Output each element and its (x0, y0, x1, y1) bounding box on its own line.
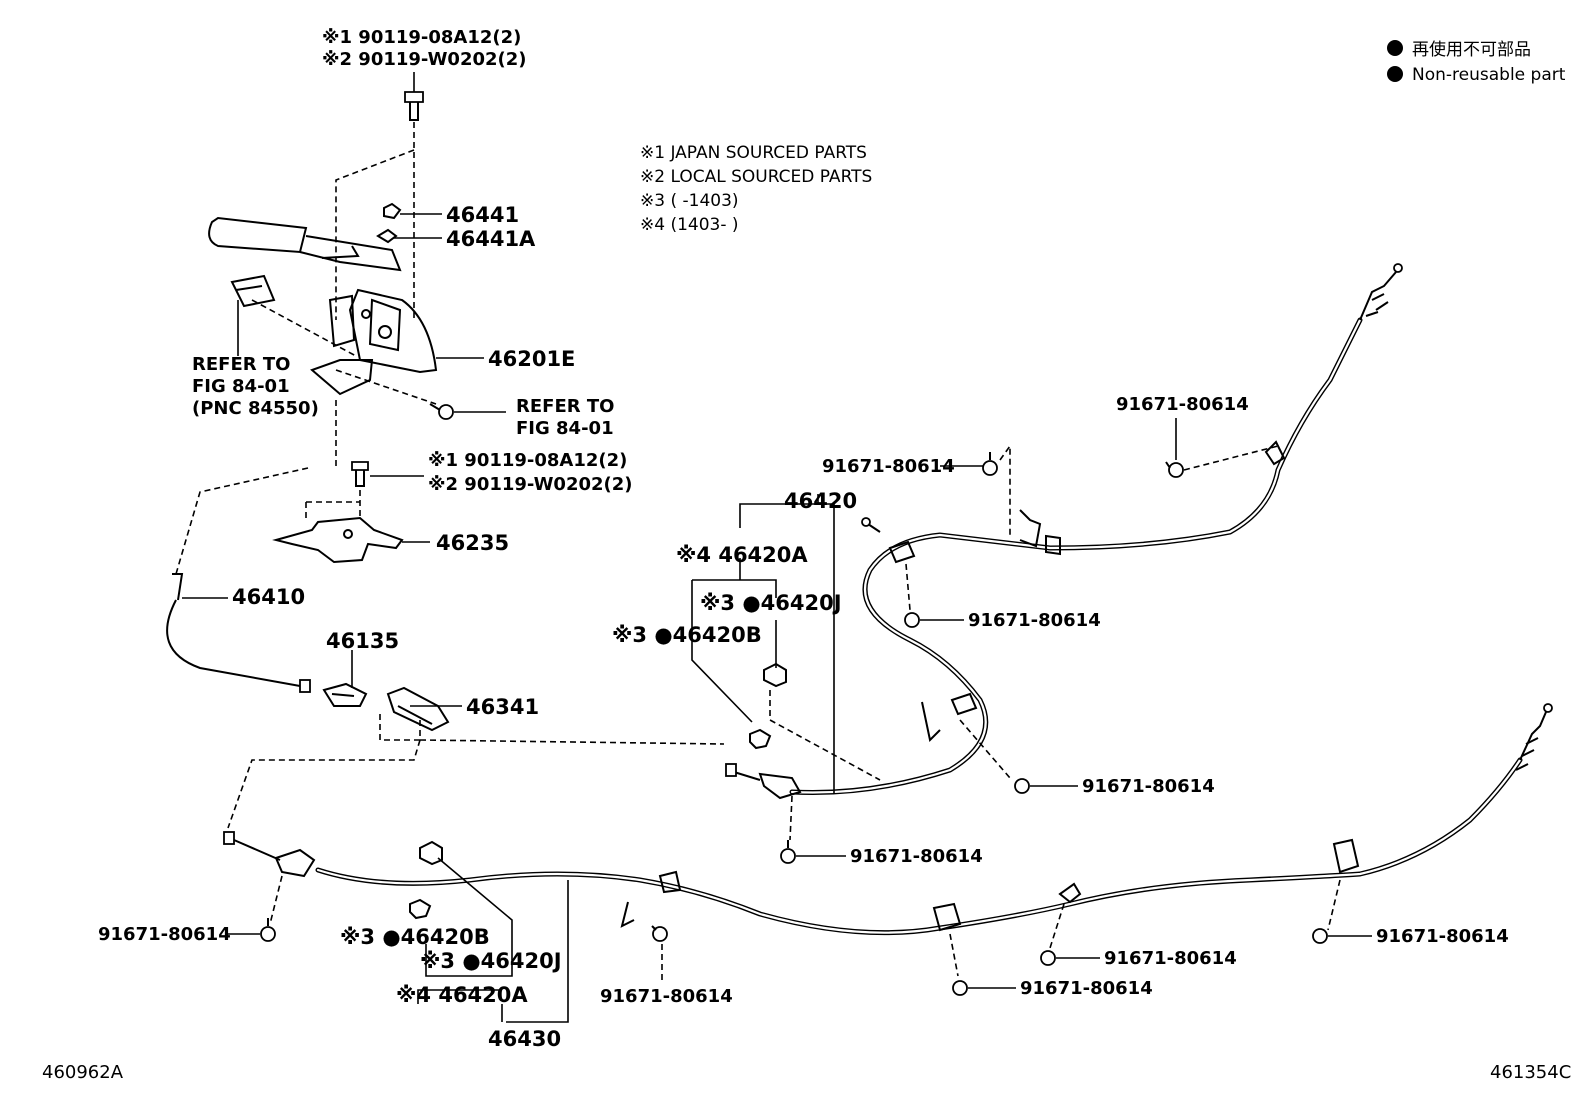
footer-left-code: 460962A (42, 1062, 124, 1083)
screw-icon (335, 369, 506, 420)
refer-left-2: FIG 84-01 (192, 376, 290, 397)
bolt-label-3: 91671-80614 (968, 610, 1101, 631)
top-bolt-group: ※1 90119-08A12(2) ※2 90119-W0202(2) (322, 27, 527, 320)
bolt-icon (351, 461, 369, 487)
note-2: ※2 LOCAL SOURCED PARTS (640, 167, 872, 187)
legend: 再使用不可部品 Non-reusable part (1387, 39, 1566, 85)
bolt-icon (1014, 778, 1030, 794)
part-46201E: 46201E (488, 347, 575, 371)
part-46341: 46341 (466, 695, 539, 719)
top-bolt-label-1: ※1 90119-08A12(2) (322, 27, 521, 48)
bolt-91671-3: 91671-80614 (904, 563, 1101, 631)
bolt-icon (982, 452, 998, 476)
note-1: ※1 JAPAN SOURCED PARTS (640, 143, 867, 163)
bolt-91671-1: 91671-80614 (1116, 394, 1279, 478)
mid-bolt-label-2: ※2 90119-W0202(2) (428, 474, 633, 495)
refer-left-3: (PNC 84550) (192, 398, 319, 419)
note-3: ※3 ( -1403) (640, 191, 739, 211)
part-46420B-bottom: ※3 ●46420B (340, 925, 490, 949)
bolt-icon (260, 918, 276, 942)
equalizer-46135 (322, 650, 368, 707)
source-notes: ※1 JAPAN SOURCED PARTS ※2 LOCAL SOURCED … (640, 143, 872, 235)
clip-46420B-bottom-icon (409, 898, 432, 920)
bolt-label-9: 91671-80614 (1104, 948, 1237, 969)
part-46441A: 46441A (446, 227, 536, 251)
bracket-46341 (379, 686, 462, 741)
footer-right-code: 461354C (1490, 1062, 1571, 1083)
clip-46420J-bottom-icon (419, 840, 443, 866)
part-46135: 46135 (326, 629, 399, 653)
bolt-icon (1165, 461, 1184, 478)
bolt-label-6: 91671-80614 (98, 924, 231, 945)
bolt-label-1: 91671-80614 (1116, 394, 1249, 415)
clip-46441-icon (383, 202, 442, 220)
part-46430: 46430 (488, 1027, 561, 1051)
bolt-91671-4: 91671-80614 (959, 719, 1215, 797)
bolt-91671-10: 91671-80614 (1312, 926, 1509, 947)
clip-46420B-icon (749, 728, 772, 750)
bolt-91671-7: 91671-80614 (600, 925, 733, 1007)
refer-right-2: FIG 84-01 (516, 418, 614, 439)
rear-cable-46420 (725, 263, 1403, 800)
mid-bolt-label-1: ※1 90119-08A12(2) (428, 450, 627, 471)
part-46441: 46441 (446, 203, 519, 227)
bolt-label-4: 91671-80614 (1082, 776, 1215, 797)
front-cable-46410 (166, 467, 311, 693)
bolt-icon (404, 91, 424, 121)
bolt-icon (780, 840, 796, 864)
top-bolt-label-2: ※2 90119-W0202(2) (322, 49, 527, 70)
parking-brake-lever (208, 216, 438, 396)
part-46420: 46420 (784, 489, 857, 513)
part-46420A-bottom: ※4 46420A (396, 983, 528, 1007)
part-46420A-top: ※4 46420A (676, 543, 808, 567)
bolt-label-2: 91671-80614 (822, 456, 955, 477)
bolt-91671-9: 91671-80614 (1040, 903, 1237, 969)
bolt-91671-6: 91671-80614 (98, 875, 283, 945)
non-reusable-dot-icon (1387, 66, 1403, 82)
bolt-icon (1312, 928, 1328, 944)
bolt-91671-5: 91671-80614 (780, 795, 983, 867)
part-46420J-bottom: ※3 ●46420J (420, 949, 562, 973)
bracket-46420 (691, 494, 835, 794)
legend-en: Non-reusable part (1412, 65, 1566, 85)
bracket-46235 (272, 516, 430, 564)
bolt-91671-8: 91671-80614 (949, 933, 1153, 999)
refer-right-1: REFER TO (516, 396, 614, 417)
clip-46441A-icon (376, 228, 442, 244)
bolt-91671-2: 91671-80614 (822, 443, 1042, 548)
note-4: ※4 (1403- ) (640, 215, 739, 235)
bolt-label-8: 91671-80614 (1020, 978, 1153, 999)
part-46410: 46410 (232, 585, 305, 609)
bolt-label-7: 91671-80614 (600, 986, 733, 1007)
part-46420J-top: ※3 ●46420J (700, 591, 842, 615)
bracket-46430 (417, 857, 569, 1023)
mid-bolt-group: ※1 90119-08A12(2) ※2 90119-W0202(2) (305, 450, 633, 520)
bolt-label-5: 91671-80614 (850, 846, 983, 867)
bolt-icon (651, 925, 668, 942)
refer-left-1: REFER TO (192, 354, 290, 375)
part-46235: 46235 (436, 531, 509, 555)
clip-46420J-icon (763, 620, 881, 781)
legend-jp: 再使用不可部品 (1412, 39, 1531, 60)
bolt-label-10: 91671-80614 (1376, 926, 1509, 947)
bolt-icon (904, 612, 920, 628)
non-reusable-dot-icon (1387, 40, 1403, 56)
rear-cable-46430 (223, 703, 1553, 936)
bolt-icon (952, 980, 968, 996)
bolt-icon (1040, 950, 1056, 966)
part-46420B-top: ※3 ●46420B (612, 623, 762, 647)
